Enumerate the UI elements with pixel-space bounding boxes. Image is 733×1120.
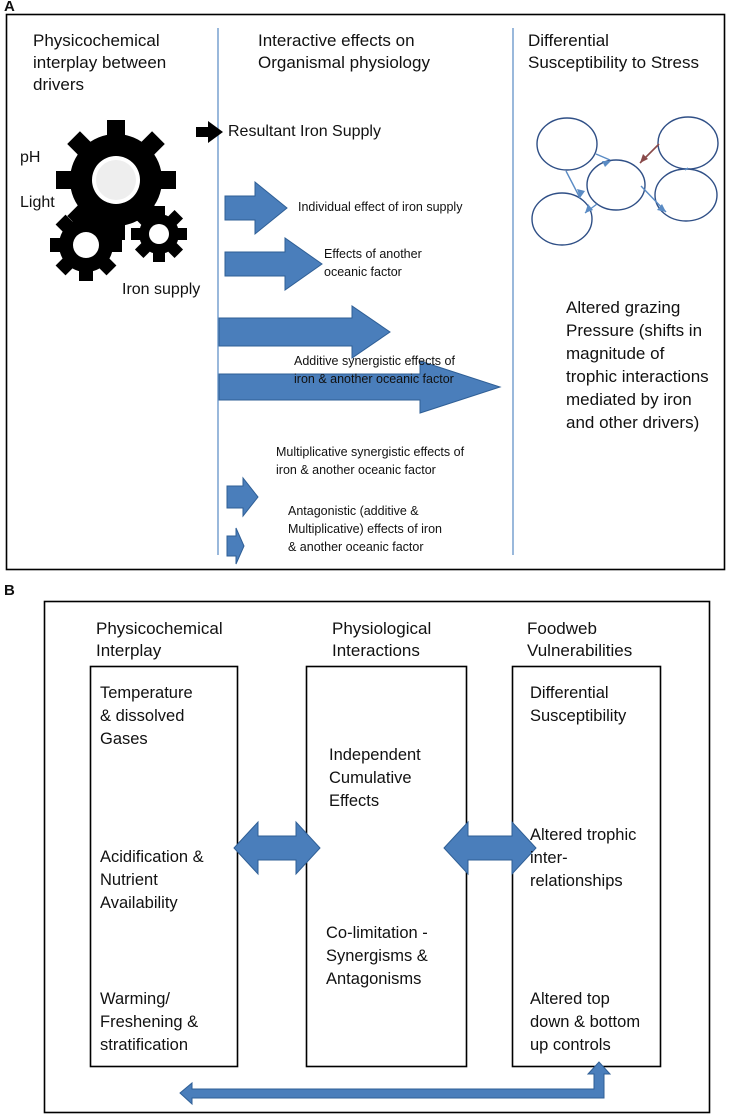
panel-a-frame: [5, 13, 726, 571]
foodweb-arrowhead-1: [577, 189, 585, 198]
panel-a-header-3: Differential Susceptibility to Stress: [528, 31, 700, 72]
panel-a-header-2: Interactive effects on Organismal physio…: [258, 31, 430, 72]
antagonistic-effect-label: Antagonistic (additive & Multiplicative)…: [288, 504, 442, 554]
antagonistic-effect-arrow-1: [226, 476, 259, 518]
foodweb-arrowhead-5: [585, 204, 593, 213]
panel-b-header-1: Physicochemical Interplay: [96, 619, 223, 660]
physicochemical-item-temperature: Temperature & dissolved Gases: [100, 684, 193, 748]
panel-b-header-3: Foodweb Vulnerabilities: [527, 619, 633, 660]
foodweb-arrowhead-2: [602, 161, 611, 167]
gear-icon-small: [131, 206, 187, 262]
foodweb-node-4: [531, 192, 593, 246]
foodweb-link-3: [684, 167, 689, 171]
another-factor-label: Effects of another oceanic factor: [324, 247, 422, 279]
foodweb-link-1: [565, 170, 581, 199]
physiological-box: [305, 665, 468, 1068]
foodweb-item-differential: Differential Susceptibility: [530, 684, 627, 725]
foodweb-node-3: [586, 159, 646, 211]
foodweb-link-2: [595, 153, 611, 161]
multiplicative-effect-arrow: [218, 360, 502, 414]
double-arrow-right: [443, 820, 537, 876]
physiological-item-independent: Independent Cumulative Effects: [329, 746, 421, 810]
panel-b-frame: [43, 600, 711, 1114]
individual-effect-arrow: [224, 180, 288, 236]
foodweb-node-2: [657, 116, 719, 170]
foodweb-node-5: [654, 168, 718, 222]
physicochemical-box: [89, 665, 239, 1068]
panel-a-label: A: [4, 0, 15, 15]
antagonistic-effect-arrow-2: [226, 527, 245, 565]
multiplicative-effect-label: Multiplicative synergistic effects of ir…: [276, 445, 465, 477]
another-factor-effect-arrow: [224, 237, 323, 291]
driver-light-label: Light: [20, 194, 55, 211]
physiological-item-colimitation: Co-limitation - Synergisms & Antagonisms: [326, 924, 428, 988]
panel-b-header-2: Physiological Interactions: [332, 619, 432, 660]
panel-b-label: B: [4, 582, 15, 599]
foodweb-node-1: [536, 117, 598, 171]
panel-a-header-1: Physicochemical interplay between driver…: [33, 31, 167, 94]
additive-effect-arrow: [218, 305, 391, 359]
double-arrow-left: [233, 820, 321, 876]
foodweb-arrowhead-red: [640, 154, 648, 163]
driver-ph-label: pH: [20, 149, 41, 166]
foodweb-arrowhead-4: [657, 204, 666, 212]
physicochemical-item-warming: Warming/ Freshening & stratification: [100, 990, 199, 1054]
additive-effect-label: Additive synergistic effects of iron & a…: [294, 354, 455, 386]
resultant-iron-label: Resultant Iron Supply: [228, 123, 381, 140]
individual-effect-label: Individual effect of iron supply: [298, 200, 463, 214]
foodweb-item-trophic: Altered trophic inter- relationships: [530, 826, 637, 890]
resultant-arrow-icon: [196, 121, 223, 143]
altered-grazing-note: Altered grazing Pressure (shifts in magn…: [566, 298, 709, 432]
gear-icon-medium: [50, 209, 122, 281]
physicochemical-item-acidification: Acidification & Nutrient Availability: [100, 848, 204, 912]
foodweb-item-controls: Altered top down & bottom up controls: [530, 990, 641, 1054]
driver-iron-label: Iron supply: [122, 281, 201, 298]
feedback-arrow: [179, 1061, 612, 1106]
